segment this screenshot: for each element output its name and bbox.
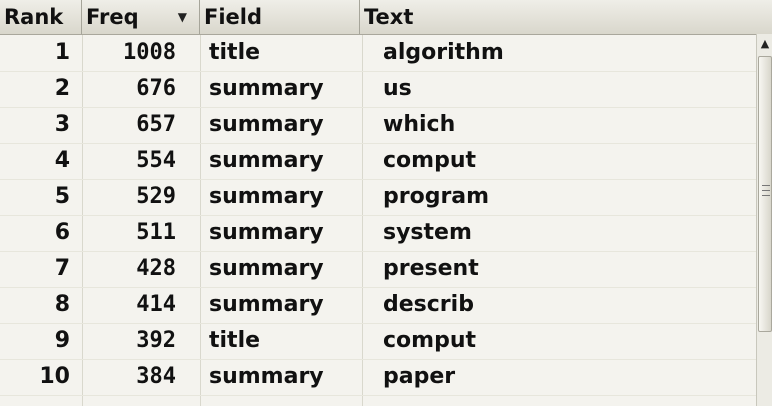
column-header-field-label: Field	[204, 5, 263, 29]
rank-cell: 5	[54, 184, 70, 209]
freq-cell: 428	[136, 256, 176, 281]
table-row[interactable]: 6 511 summary system	[0, 215, 756, 252]
table-row[interactable]: 4 554 summary comput	[0, 143, 756, 180]
text-cell: comput	[383, 148, 477, 173]
scroll-up-arrow-icon[interactable]: ▲	[760, 37, 770, 50]
field-cell: summary	[209, 292, 324, 317]
column-header-rank-label: Rank	[4, 5, 64, 29]
results-table: Rank Freq ▼ Field Text 1 1008 title algo…	[0, 0, 756, 406]
field-cell: summary	[209, 148, 324, 173]
text-cell: program	[383, 184, 490, 209]
grip-icon	[762, 185, 770, 186]
column-divider	[82, 35, 83, 406]
freq-cell: 1008	[123, 40, 176, 65]
freq-cell: 529	[136, 184, 176, 209]
field-cell: title	[209, 328, 261, 353]
scroll-thumb[interactable]	[758, 56, 772, 332]
column-header-field[interactable]: Field	[200, 0, 360, 34]
freq-cell: 414	[136, 292, 176, 317]
field-cell: summary	[209, 184, 324, 209]
table-header: Rank Freq ▼ Field Text	[0, 0, 756, 35]
table-row[interactable]: 8 414 summary describ	[0, 287, 756, 324]
freq-cell: 392	[136, 328, 176, 353]
table-row[interactable]: 1 1008 title algorithm	[0, 35, 756, 72]
rank-cell: 9	[54, 328, 70, 353]
column-header-rank[interactable]: Rank	[0, 0, 82, 34]
text-cell: algorithm	[383, 40, 504, 65]
rank-cell: 3	[54, 112, 70, 137]
rank-cell: 2	[54, 76, 70, 101]
freq-cell: 676	[136, 76, 176, 101]
field-cell: summary	[209, 256, 324, 281]
text-cell: system	[383, 220, 472, 245]
text-cell: comput	[383, 328, 477, 353]
rank-cell: 6	[54, 220, 70, 245]
freq-cell: 657	[136, 112, 176, 137]
text-cell: present	[383, 256, 479, 281]
table-row[interactable]: 5 529 summary program	[0, 179, 756, 216]
freq-cell: 554	[136, 148, 176, 173]
table-row[interactable]: 7 428 summary present	[0, 251, 756, 288]
text-cell: us	[383, 76, 412, 101]
table-row[interactable]: 9 392 title comput	[0, 323, 756, 360]
freq-cell: 384	[136, 364, 176, 389]
column-divider	[200, 35, 201, 406]
field-cell: summary	[209, 112, 324, 137]
rank-cell: 1	[54, 40, 70, 65]
column-header-freq[interactable]: Freq ▼	[82, 0, 200, 34]
field-cell: title	[209, 40, 261, 65]
text-cell: which	[383, 112, 456, 137]
column-header-text[interactable]: Text	[360, 0, 756, 34]
header-corner	[756, 0, 772, 35]
column-header-text-label: Text	[364, 5, 414, 29]
column-divider	[362, 35, 363, 406]
column-header-freq-label: Freq	[86, 5, 139, 29]
field-cell: summary	[209, 364, 324, 389]
field-cell: summary	[209, 220, 324, 245]
rank-cell: 8	[54, 292, 70, 317]
text-cell: paper	[383, 364, 456, 389]
field-cell: summary	[209, 76, 324, 101]
sort-descending-icon: ▼	[177, 10, 187, 24]
rank-cell: 4	[54, 148, 70, 173]
grip-icon	[762, 195, 770, 196]
table-row[interactable]: 2 676 summary us	[0, 71, 756, 108]
table-row[interactable]: 10 384 summary paper	[0, 359, 756, 396]
rank-cell: 7	[54, 256, 70, 281]
vertical-scrollbar[interactable]: ▲	[756, 34, 772, 406]
rank-cell: 10	[39, 364, 70, 389]
text-cell: describ	[383, 292, 474, 317]
grip-icon	[762, 190, 770, 191]
table-row[interactable]: 3 657 summary which	[0, 107, 756, 144]
freq-cell: 511	[136, 220, 176, 245]
